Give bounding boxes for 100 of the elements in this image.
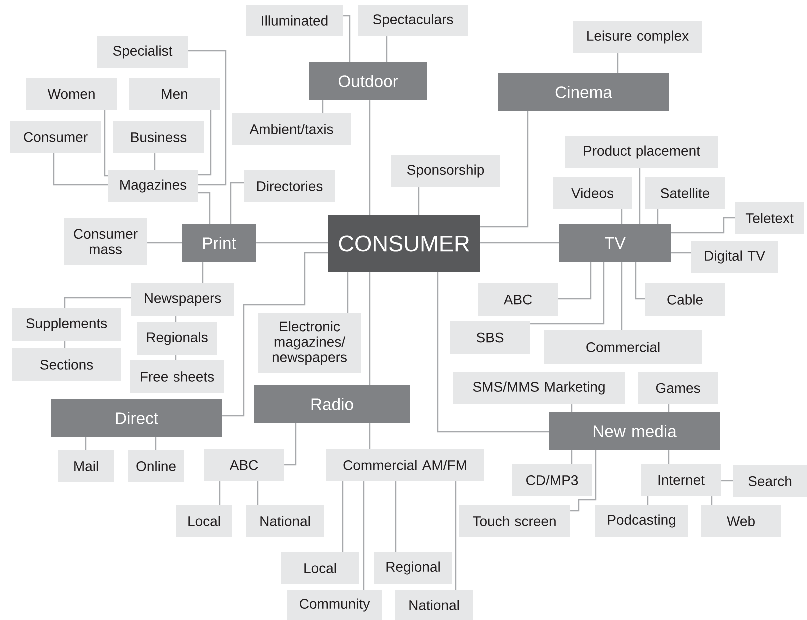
item-box: Business bbox=[113, 121, 204, 154]
connector-line bbox=[198, 192, 211, 224]
item-box: CD/MP3 bbox=[512, 464, 592, 496]
connector-line bbox=[369, 272, 371, 385]
connector-line bbox=[257, 482, 259, 505]
item-box: Mail bbox=[58, 450, 114, 482]
item-box: Supplements bbox=[12, 308, 122, 342]
connector-line bbox=[344, 15, 351, 62]
item-box: Magazines bbox=[108, 170, 198, 202]
category-box: Radio bbox=[254, 385, 410, 424]
connector-line bbox=[64, 297, 131, 308]
category-box: Cinema bbox=[498, 73, 670, 112]
item-box: National bbox=[395, 590, 474, 620]
connector-line bbox=[437, 272, 549, 433]
category-box: Print bbox=[182, 224, 256, 262]
connector-line bbox=[418, 188, 420, 215]
item-box: SMS/MMS Marketing bbox=[453, 372, 626, 404]
item-box: National bbox=[246, 505, 324, 538]
category-box: TV bbox=[559, 224, 672, 262]
item-box: Regionals bbox=[137, 322, 218, 356]
connector-line bbox=[202, 262, 204, 283]
connector-line bbox=[53, 154, 108, 186]
connector-line bbox=[386, 36, 388, 62]
connector-line bbox=[480, 242, 559, 244]
item-box: Local bbox=[281, 552, 360, 584]
category-box: Direct bbox=[51, 399, 222, 438]
item-box: Leisure complex bbox=[573, 21, 702, 54]
connector-line bbox=[342, 482, 344, 552]
connector-line bbox=[571, 404, 573, 412]
connector-line bbox=[639, 168, 641, 224]
item-box: Directories bbox=[244, 170, 336, 202]
item-box: Web bbox=[701, 505, 782, 538]
item-box: Commercial bbox=[544, 330, 702, 364]
item-box: Consumer bbox=[10, 121, 102, 154]
connector-line bbox=[621, 210, 623, 224]
item-box: Sections bbox=[12, 348, 122, 382]
item-box: Free sheets bbox=[130, 360, 224, 394]
connector-line bbox=[154, 154, 156, 170]
item-box: Online bbox=[128, 450, 184, 482]
item-box: ABC bbox=[204, 449, 284, 482]
item-box: Ambient/taxis bbox=[232, 113, 352, 146]
item-box: Men bbox=[129, 78, 220, 110]
connector-line bbox=[85, 438, 87, 450]
connector-line bbox=[219, 482, 221, 505]
connector-line bbox=[570, 450, 597, 512]
connector-line bbox=[621, 262, 623, 330]
item-box: Podcasting bbox=[595, 505, 688, 538]
connector-line bbox=[222, 252, 328, 417]
item-box: Spectaculars bbox=[358, 5, 468, 36]
central-box: CONSUMER bbox=[328, 215, 480, 272]
connector-line bbox=[155, 438, 157, 450]
connector-line bbox=[711, 496, 713, 505]
connector-line bbox=[284, 424, 297, 466]
item-box: Local bbox=[176, 505, 232, 538]
item-box: Cable bbox=[645, 283, 726, 316]
connector-line bbox=[230, 182, 244, 224]
item-box: Illuminated bbox=[246, 5, 344, 36]
item-box: Internet bbox=[641, 464, 722, 496]
connector-line bbox=[672, 252, 691, 254]
connector-line bbox=[635, 262, 645, 300]
connector-line bbox=[369, 100, 371, 215]
item-box: Regional bbox=[374, 552, 452, 584]
connector-line bbox=[64, 342, 66, 348]
item-box: ABC bbox=[478, 283, 558, 316]
connector-line bbox=[175, 316, 177, 322]
item-box: SBS bbox=[450, 321, 530, 354]
item-box: Community bbox=[287, 590, 382, 620]
connector-line bbox=[672, 217, 735, 234]
connector-line bbox=[558, 262, 592, 300]
item-box: Consumer mass bbox=[64, 218, 148, 266]
category-box: New media bbox=[549, 412, 720, 450]
item-box: Electronic magazines/ newspapers bbox=[258, 313, 362, 374]
connector-line bbox=[148, 242, 182, 244]
connector-line bbox=[530, 262, 605, 325]
category-box: Outdoor bbox=[309, 62, 428, 100]
item-box: Specialist bbox=[97, 36, 188, 68]
item-box: Satellite bbox=[645, 177, 726, 210]
connector-line bbox=[617, 54, 619, 73]
item-box: Newspapers bbox=[131, 283, 234, 316]
item-box: Games bbox=[638, 372, 718, 404]
connector-line bbox=[188, 50, 227, 186]
item-box: Women bbox=[26, 78, 118, 110]
connector-line bbox=[647, 496, 649, 505]
item-box: Videos bbox=[553, 177, 632, 210]
item-box: Teletext bbox=[735, 202, 804, 234]
connector-line bbox=[571, 450, 573, 464]
connector-line bbox=[363, 482, 365, 590]
connector-line bbox=[347, 272, 349, 313]
item-box: Search bbox=[733, 465, 807, 498]
connector-line bbox=[198, 110, 212, 176]
item-box: Digital TV bbox=[691, 241, 778, 274]
connector-line bbox=[175, 356, 177, 360]
connector-line bbox=[668, 404, 670, 412]
item-box: Commercial AM/FM bbox=[326, 449, 484, 482]
connector-line bbox=[722, 480, 733, 482]
connector-line bbox=[369, 424, 371, 449]
connector-line bbox=[480, 112, 529, 228]
connector-line bbox=[455, 482, 457, 590]
item-box: Touch screen bbox=[459, 505, 570, 538]
connector-line bbox=[256, 242, 328, 244]
